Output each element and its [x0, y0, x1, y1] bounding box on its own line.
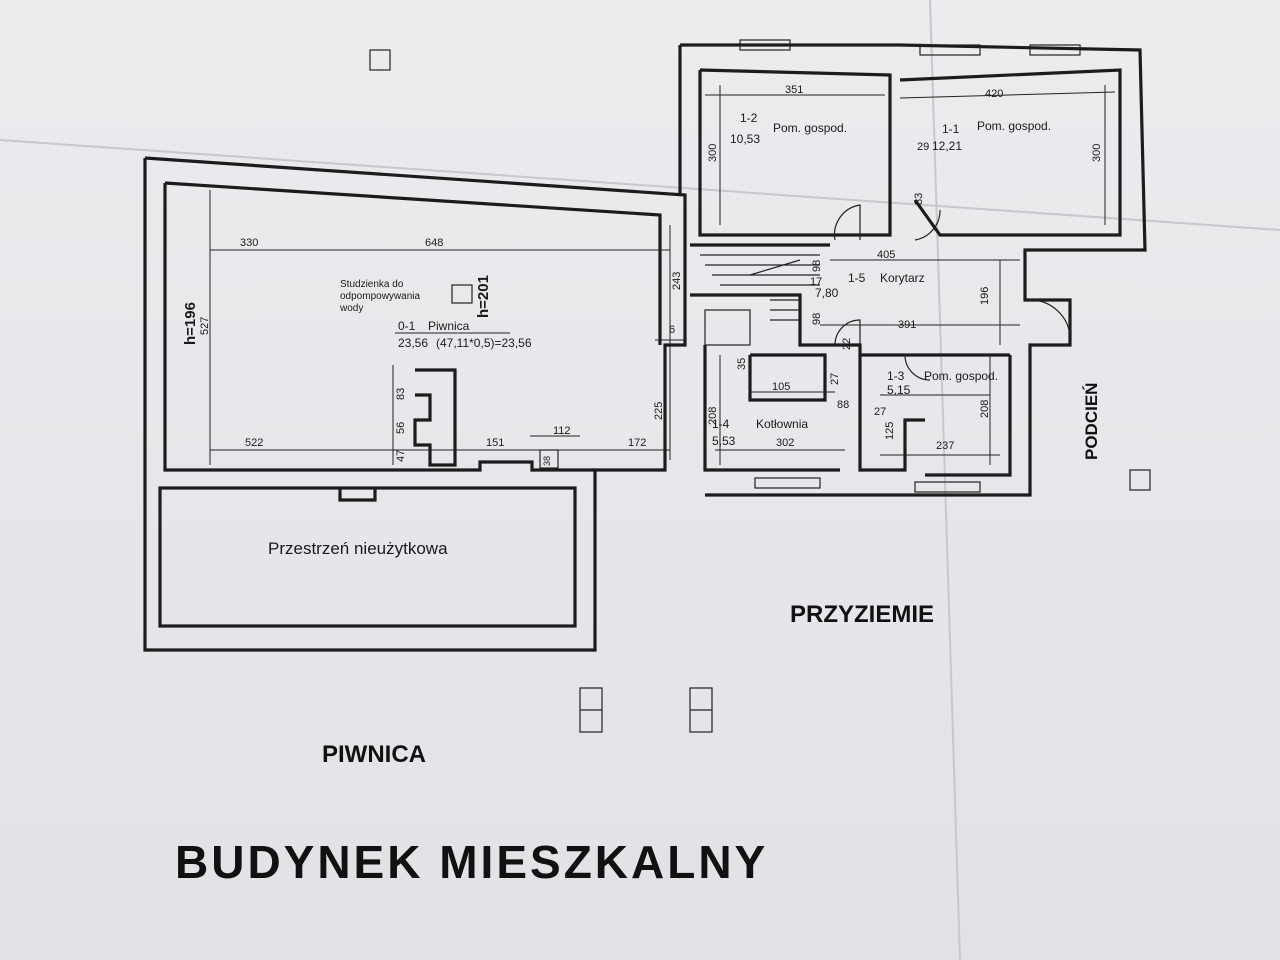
- dimension-label: 391: [898, 319, 916, 331]
- marker-square: [1129, 469, 1151, 491]
- dimension-label: 648: [425, 237, 443, 249]
- dimension-label: 125: [884, 422, 896, 440]
- room-name: Pom. gospod.: [924, 369, 998, 383]
- room-id: 0-1: [398, 319, 416, 333]
- dimension-label: 47: [395, 450, 407, 462]
- room-area: 5,53: [712, 434, 736, 448]
- dimension-label: 98: [811, 260, 823, 272]
- room-id: 1-4: [712, 417, 730, 431]
- dimension-label: 196: [979, 287, 991, 305]
- dimension-label: 225: [653, 402, 665, 420]
- dimension-label: 112: [553, 425, 571, 437]
- room-id: 1-3: [887, 369, 905, 383]
- drawing-title: BUDYNEK MIESZKALNY: [175, 836, 768, 888]
- dimension-label: 208: [707, 407, 719, 425]
- dimension-label: 35: [736, 358, 748, 370]
- room-id: 1-2: [740, 111, 758, 125]
- sump-label: Studzienka do: [340, 279, 404, 290]
- dimension-label: 105: [772, 381, 790, 393]
- ground-floor-label: PRZYZIEMIE: [790, 601, 934, 628]
- ground-floor-dimension-lines: [705, 85, 1116, 465]
- dimension-label: 27: [874, 406, 886, 418]
- dimension-label: 522: [245, 437, 263, 449]
- dimension-label: 208: [979, 400, 991, 418]
- room-area: 12,21: [932, 139, 962, 153]
- windows: [739, 39, 1081, 493]
- dimension-label: 83: [395, 388, 407, 400]
- basement-label: PIWNICA: [322, 741, 426, 768]
- dimension-label: 29: [917, 141, 929, 153]
- room-name: Korytarz: [880, 271, 925, 285]
- staircase: [700, 254, 820, 321]
- dimension-label: 527: [199, 317, 211, 335]
- paper-fold-line: [929, 0, 961, 960]
- dimension-label: 88: [837, 399, 849, 411]
- room-name: Piwnica: [428, 319, 470, 333]
- height-label: h=201: [475, 275, 492, 318]
- room-area-calc: (47,11*0,5)=23,56: [436, 336, 532, 350]
- dimension-label: 56: [395, 422, 407, 434]
- dimension-label: 27: [829, 373, 841, 385]
- room-id: 1-1: [942, 122, 960, 136]
- basement-dimension-lines: [209, 190, 685, 465]
- sump-label: odpompowywania: [340, 291, 420, 302]
- room-name: Kotłownia: [756, 417, 808, 431]
- dimension-label: 17: [810, 276, 822, 288]
- dimension-label: 22: [841, 338, 853, 350]
- dimension-label: 351: [785, 84, 803, 96]
- room-area: 10,53: [730, 132, 760, 146]
- dimension-label: 151: [486, 437, 504, 449]
- basement-walls: [143, 156, 687, 652]
- unused-space-label: Przestrzeń nieużytkowa: [268, 539, 448, 558]
- dimension-label: 300: [1091, 144, 1103, 162]
- ground-floor-walls: [678, 43, 1147, 497]
- room-area: 23,56: [398, 336, 428, 350]
- sump-label: wody: [339, 303, 363, 314]
- dimension-label: 302: [776, 437, 794, 449]
- dimension-label: 6: [669, 324, 675, 336]
- porch-label: PODCIEŃ: [1082, 383, 1101, 460]
- dimension-label: 420: [985, 88, 1003, 100]
- marker-square: [369, 49, 391, 71]
- dimension-label: 405: [877, 249, 895, 261]
- dimension-label: 300: [707, 144, 719, 162]
- room-name: Pom. gospod.: [773, 121, 847, 135]
- room-area: 5,15: [887, 383, 911, 397]
- dimension-label: 38: [542, 456, 552, 466]
- room-id: 1-5: [848, 271, 866, 285]
- dimension-label: 83: [913, 193, 925, 205]
- door-swings: [833, 204, 1071, 381]
- dimension-label: 237: [936, 440, 954, 452]
- dimension-label: 98: [811, 313, 823, 325]
- dimension-label: 243: [671, 272, 683, 290]
- dimension-label: 172: [628, 437, 646, 449]
- height-label: h=196: [182, 302, 199, 345]
- paper-fold-line: [0, 139, 1280, 231]
- room-name: Pom. gospod.: [977, 119, 1051, 133]
- dimension-label: 330: [240, 237, 258, 249]
- room-area: 7,80: [815, 286, 839, 300]
